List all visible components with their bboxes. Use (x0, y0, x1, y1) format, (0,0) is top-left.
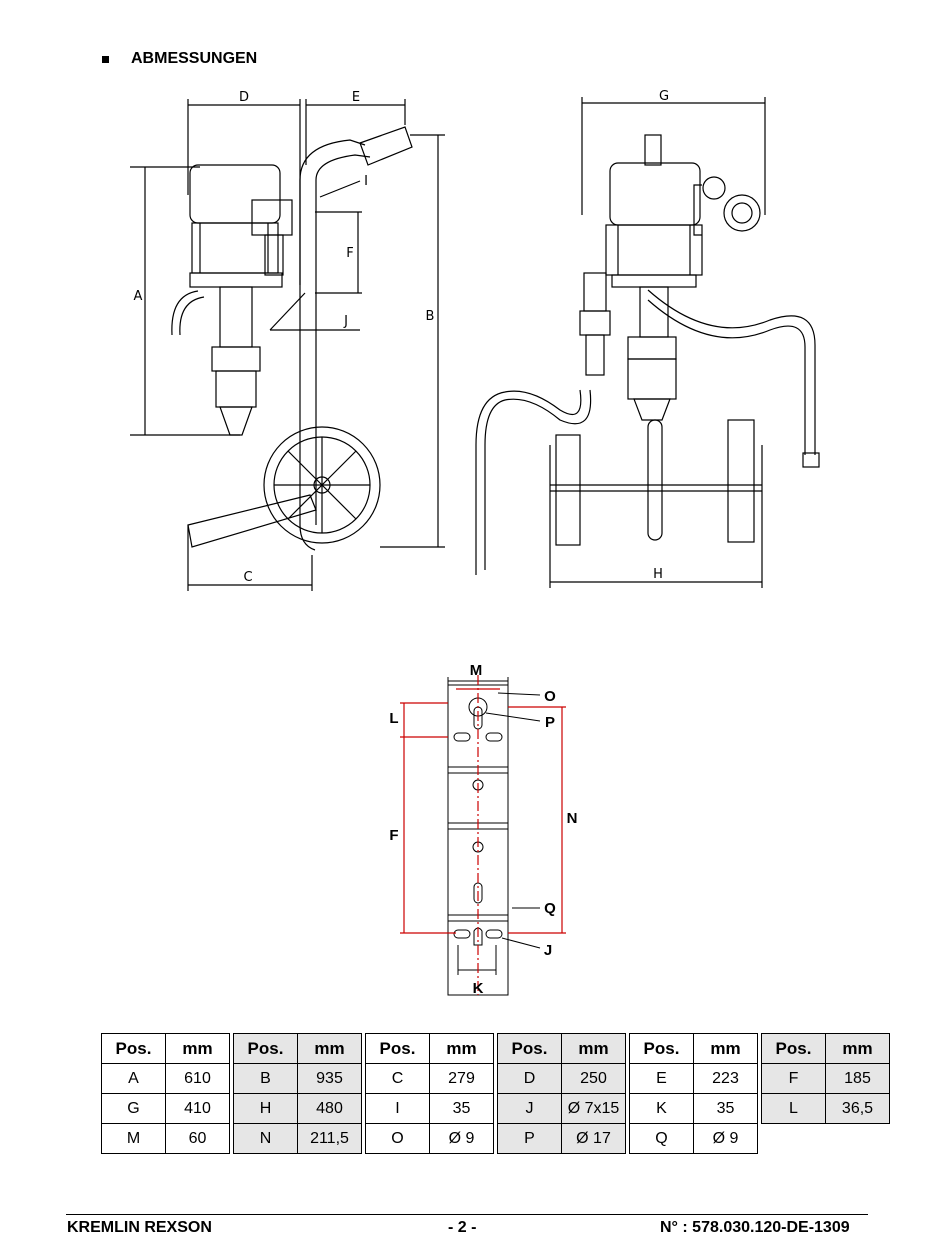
dim-label-c: C (243, 570, 252, 585)
mm-cell: 480 (297, 1093, 362, 1124)
bracket-label-l: L (389, 710, 398, 727)
pos-cell: Q (629, 1123, 694, 1154)
table-row: M 60 N 211,5 O Ø 9 P Ø 17 Q Ø 9 (101, 1123, 890, 1154)
pos-cell: F (761, 1063, 826, 1094)
pos-cell: M (101, 1123, 166, 1154)
mm-cell: 211,5 (297, 1123, 362, 1154)
pos-cell: A (101, 1063, 166, 1094)
pos-cell: K (629, 1093, 694, 1124)
mm-cell: 35 (429, 1093, 494, 1124)
mm-cell: 185 (825, 1063, 890, 1094)
footer-page-number: - 2 - (448, 1219, 477, 1236)
table-header-cell: mm (561, 1033, 626, 1064)
table-header-cell: Pos. (233, 1033, 298, 1064)
mm-cell: Ø 9 (693, 1123, 758, 1154)
dim-label-h: H (653, 567, 663, 582)
bracket-label-q: Q (544, 900, 556, 917)
table-header-cell: Pos. (497, 1033, 562, 1064)
dim-label-i: I (364, 174, 368, 189)
mm-cell: 610 (165, 1063, 230, 1094)
pos-cell: L (761, 1093, 826, 1124)
table-row: G 410 H 480 I 35 J Ø 7x15 K 35 L 36,5 (101, 1093, 890, 1124)
mm-cell: Ø 17 (561, 1123, 626, 1154)
bracket-label-m: M (470, 662, 483, 679)
table-header-cell: mm (825, 1033, 890, 1064)
mm-cell: 60 (165, 1123, 230, 1154)
dim-label-j: J (343, 314, 348, 329)
table-header-cell: mm (297, 1033, 362, 1064)
table-header-cell: Pos. (365, 1033, 430, 1064)
mm-cell: Ø 7x15 (561, 1093, 626, 1124)
table-header-cell: mm (429, 1033, 494, 1064)
pos-cell: P (497, 1123, 562, 1154)
wall-bracket-drawing: M O P L N F Q J K (389, 662, 578, 997)
section-heading: ABMESSUNGEN (102, 50, 257, 68)
dim-label-e: E (352, 90, 360, 105)
pos-cell: B (233, 1063, 298, 1094)
table-header-cell: mm (165, 1033, 230, 1064)
mm-cell: 35 (693, 1093, 758, 1124)
footer-company: KREMLIN REXSON (67, 1219, 212, 1236)
bracket-label-f: F (389, 827, 398, 844)
mm-cell: 223 (693, 1063, 758, 1094)
pos-cell: H (233, 1093, 298, 1124)
dim-label-g: G (659, 89, 669, 104)
mm-cell: 250 (561, 1063, 626, 1094)
dim-label-d: D (239, 90, 249, 105)
table-header-cell: mm (693, 1033, 758, 1064)
footer-rule (66, 1214, 868, 1215)
heading-text: ABMESSUNGEN (131, 50, 258, 67)
dim-label-b: B (426, 309, 435, 324)
footer-document-number: N° : 578.030.120-DE-1309 (660, 1219, 850, 1236)
pos-cell: I (365, 1093, 430, 1124)
bracket-label-k: K (473, 980, 484, 997)
dim-label-a: A (134, 289, 143, 304)
side-view-drawing: D E A B F I J C (130, 90, 445, 591)
pos-cell: O (365, 1123, 430, 1154)
mm-cell: 36,5 (825, 1093, 890, 1124)
pos-cell: G (101, 1093, 166, 1124)
pos-cell: C (365, 1063, 430, 1094)
bracket-label-o: O (544, 688, 556, 705)
bracket-label-p: P (545, 714, 555, 731)
mm-cell: 279 (429, 1063, 494, 1094)
table-header-row: Pos. mm Pos. mm Pos. mm Pos. mm Pos. mm … (101, 1033, 890, 1064)
mm-cell: 935 (297, 1063, 362, 1094)
dimensions-table: Pos. mm Pos. mm Pos. mm Pos. mm Pos. mm … (101, 1033, 890, 1154)
bracket-label-n: N (567, 810, 578, 827)
bracket-label-j: J (544, 942, 552, 959)
dim-label-f: F (346, 246, 353, 261)
table-header-cell: Pos. (629, 1033, 694, 1064)
pos-cell: E (629, 1063, 694, 1094)
table-row: A 610 B 935 C 279 D 250 E 223 F 185 (101, 1063, 890, 1094)
bullet-icon (102, 55, 109, 63)
mm-cell: Ø 9 (429, 1123, 494, 1154)
pos-cell: N (233, 1123, 298, 1154)
front-view-drawing: G H (475, 89, 820, 588)
pos-cell: J (497, 1093, 562, 1124)
mm-cell: 410 (165, 1093, 230, 1124)
pos-cell: D (497, 1063, 562, 1094)
table-header-cell: Pos. (761, 1033, 826, 1064)
table-header-cell: Pos. (101, 1033, 166, 1064)
